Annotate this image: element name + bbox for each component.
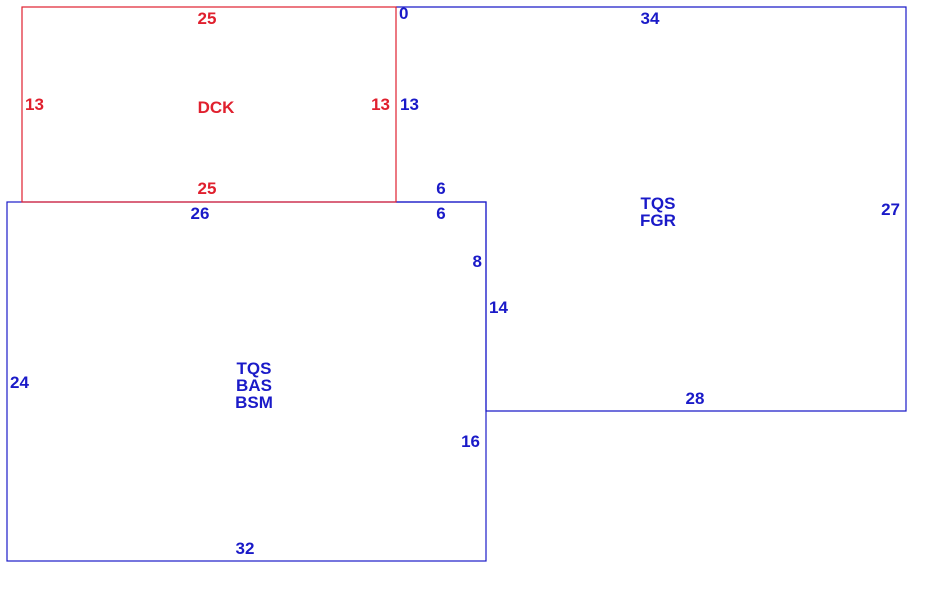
deck-dim-right: 13 <box>371 95 390 114</box>
lower-room-dim-top: 26 <box>191 204 210 223</box>
lower-room-dim-right-lower: 16 <box>461 432 480 451</box>
deck-dim-left: 13 <box>25 95 44 114</box>
upper-room-origin-marker: 0 <box>399 4 408 23</box>
upper-room-dim-left-lower: 14 <box>489 298 508 317</box>
lower-room-dim-step-top: 6 <box>436 204 445 223</box>
upper-room-dim-top: 34 <box>641 9 660 28</box>
upper-room-dim-left-upper: 13 <box>400 95 419 114</box>
upper-room-label-line-1: TQS <box>641 194 676 213</box>
lower-room-dim-bottom: 32 <box>236 539 255 558</box>
lower-room-dim-right-upper: 8 <box>473 252 482 271</box>
upper-room-label-line-2: FGR <box>640 211 676 230</box>
deck-dim-top: 25 <box>198 9 217 28</box>
lower-room-label-line-2: BAS <box>236 376 272 395</box>
deck-dim-bottom: 25 <box>198 179 217 198</box>
upper-room-dim-step-top: 6 <box>436 179 445 198</box>
deck-label: DCK <box>198 98 236 117</box>
deck-outline <box>21 6 397 203</box>
upper-room-dim-bottom: 28 <box>686 389 705 408</box>
upper-room-dim-right: 27 <box>881 200 900 219</box>
lower-room-label-line-1: TQS <box>237 359 272 378</box>
lower-room-dim-left: 24 <box>10 373 29 392</box>
lower-room-label-line-3: BSM <box>235 393 273 412</box>
